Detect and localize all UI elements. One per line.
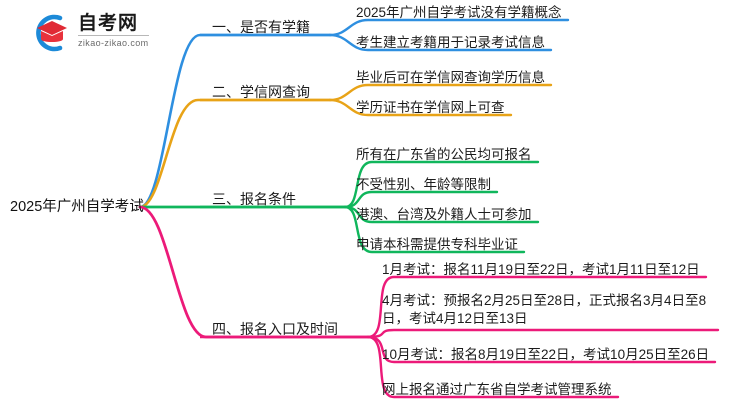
branch-2-fork-child-2 — [328, 98, 513, 117]
mindmap-leaf-node-4-1[interactable]: 1月考试：报名11月19日至22日，考试1月11日至12日 — [382, 262, 700, 277]
mindmap-leaf-node-4-2[interactable]: 4月考试：预报名2月25日至28日，正式报名3月4日至8日，考试4月12日至13… — [382, 293, 707, 327]
branch-4-fork-child-1 — [366, 275, 708, 339]
mindmap-leaf-node-2-1[interactable]: 毕业后可在学信网查询学历信息 — [356, 70, 545, 85]
mindmap-branch-node-4[interactable]: 四、报名入口及时间 — [212, 321, 338, 337]
mindmap-leaf-node-3-4[interactable]: 申请本科需提供专科毕业证 — [356, 237, 518, 252]
graduation-cap-logo-icon — [30, 12, 70, 52]
root-to-branch-4-curve — [138, 205, 370, 339]
branch-connectors-1 — [138, 18, 570, 209]
mindmap-branch-node-1[interactable]: 一、是否有学籍 — [212, 19, 310, 35]
root-to-branch-1-curve — [138, 33, 332, 209]
mindmap-leaf-node-2-2[interactable]: 学历证书在学信网上可查 — [356, 100, 505, 115]
branch-4-fork-child-4 — [366, 335, 620, 399]
mindmap-leaf-node-1-2[interactable]: 考生建立考籍用于记录考试信息 — [356, 35, 545, 50]
logo-title: 自考网 — [78, 14, 149, 36]
mindmap-branch-node-2[interactable]: 二、学信网查询 — [212, 84, 310, 100]
branch-3-fork-child-4 — [343, 205, 526, 254]
mindmap-branch-node-3[interactable]: 三、报名条件 — [212, 191, 296, 207]
root-to-branch-2-curve — [138, 98, 332, 209]
logo-domain: zikao-zikao.com — [78, 38, 149, 48]
site-logo: 自考网 zikao-zikao.com — [30, 12, 149, 52]
branch-1-fork-child-2 — [328, 33, 553, 52]
mindmap-leaf-node-4-4[interactable]: 网上报名通过广东省自学考试管理系统 — [382, 382, 612, 397]
branch-3-fork-child-1 — [343, 160, 540, 209]
branch-connectors-2 — [138, 83, 553, 209]
mindmap-leaf-node-1-1[interactable]: 2025年广州自学考试没有学籍概念 — [356, 5, 562, 20]
mindmap-leaf-node-3-1[interactable]: 所有在广东省的公民均可报名 — [356, 147, 532, 162]
mindmap-root-node[interactable]: 2025年广州自学考试 — [10, 199, 144, 215]
branch-connectors-4 — [138, 205, 720, 399]
mindmap-leaf-node-4-3[interactable]: 10月考试：报名8月19日至22日，考试10月25日至26日 — [382, 347, 710, 362]
mindmap-leaf-node-3-2[interactable]: 不受性别、年龄等限制 — [356, 177, 491, 192]
mindmap-leaf-node-3-3[interactable]: 港澳、台湾及外籍人士可参加 — [356, 207, 532, 222]
